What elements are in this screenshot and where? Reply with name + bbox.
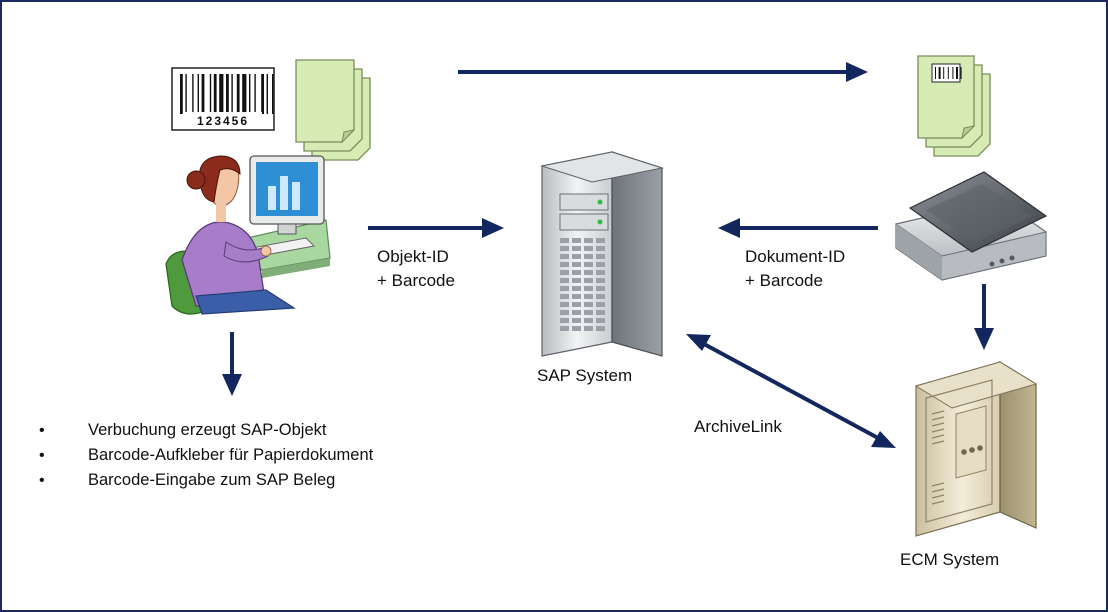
arrow-scanner-to-ecm: [974, 284, 994, 350]
ecm-server-cabinet-icon: [914, 360, 1038, 537]
arrow-scanner-to-sap: [718, 218, 878, 238]
objekt-id-label: Objekt-ID + Barcode: [377, 245, 455, 293]
ecm-system-label: ECM System: [900, 550, 1000, 569]
barcode-icon: 123456: [171, 67, 275, 131]
dokument-id-label-line2: + Barcode: [745, 271, 823, 290]
process-step-item: Barcode-Eingabe zum SAP Beleg: [36, 468, 373, 493]
sap-system-label: SAP System: [537, 366, 633, 385]
server-tower-icon: [540, 151, 664, 357]
process-step-item: Verbuchung erzeugt SAP-Objekt: [36, 418, 373, 443]
paper-document-stack-icon: [295, 59, 371, 161]
dokument-id-label: Dokument-ID + Barcode: [745, 245, 845, 293]
arrow-archivelink-bidirectional: [686, 334, 896, 448]
dokument-id-label-line1: Dokument-ID: [745, 247, 846, 266]
user-at-computer-icon: [165, 155, 331, 315]
flatbed-scanner-icon: [895, 171, 1048, 281]
archivelink-label: ArchiveLink: [694, 417, 782, 436]
process-step-item: Barcode-Aufkleber für Papierdokument: [36, 443, 373, 468]
objekt-id-label-line1: Objekt-ID: [377, 247, 449, 266]
barcoded-paper-document-stack-icon: [917, 55, 991, 157]
arrow-user-down: [222, 332, 242, 396]
process-steps-list: Verbuchung erzeugt SAP-Objekt Barcode-Au…: [36, 418, 373, 493]
barcode-number: 123456: [197, 114, 249, 128]
arrow-user-to-sap: [368, 218, 504, 238]
arrow-top-to-barcoded-docs: [458, 62, 868, 82]
objekt-id-label-line2: + Barcode: [377, 271, 455, 290]
